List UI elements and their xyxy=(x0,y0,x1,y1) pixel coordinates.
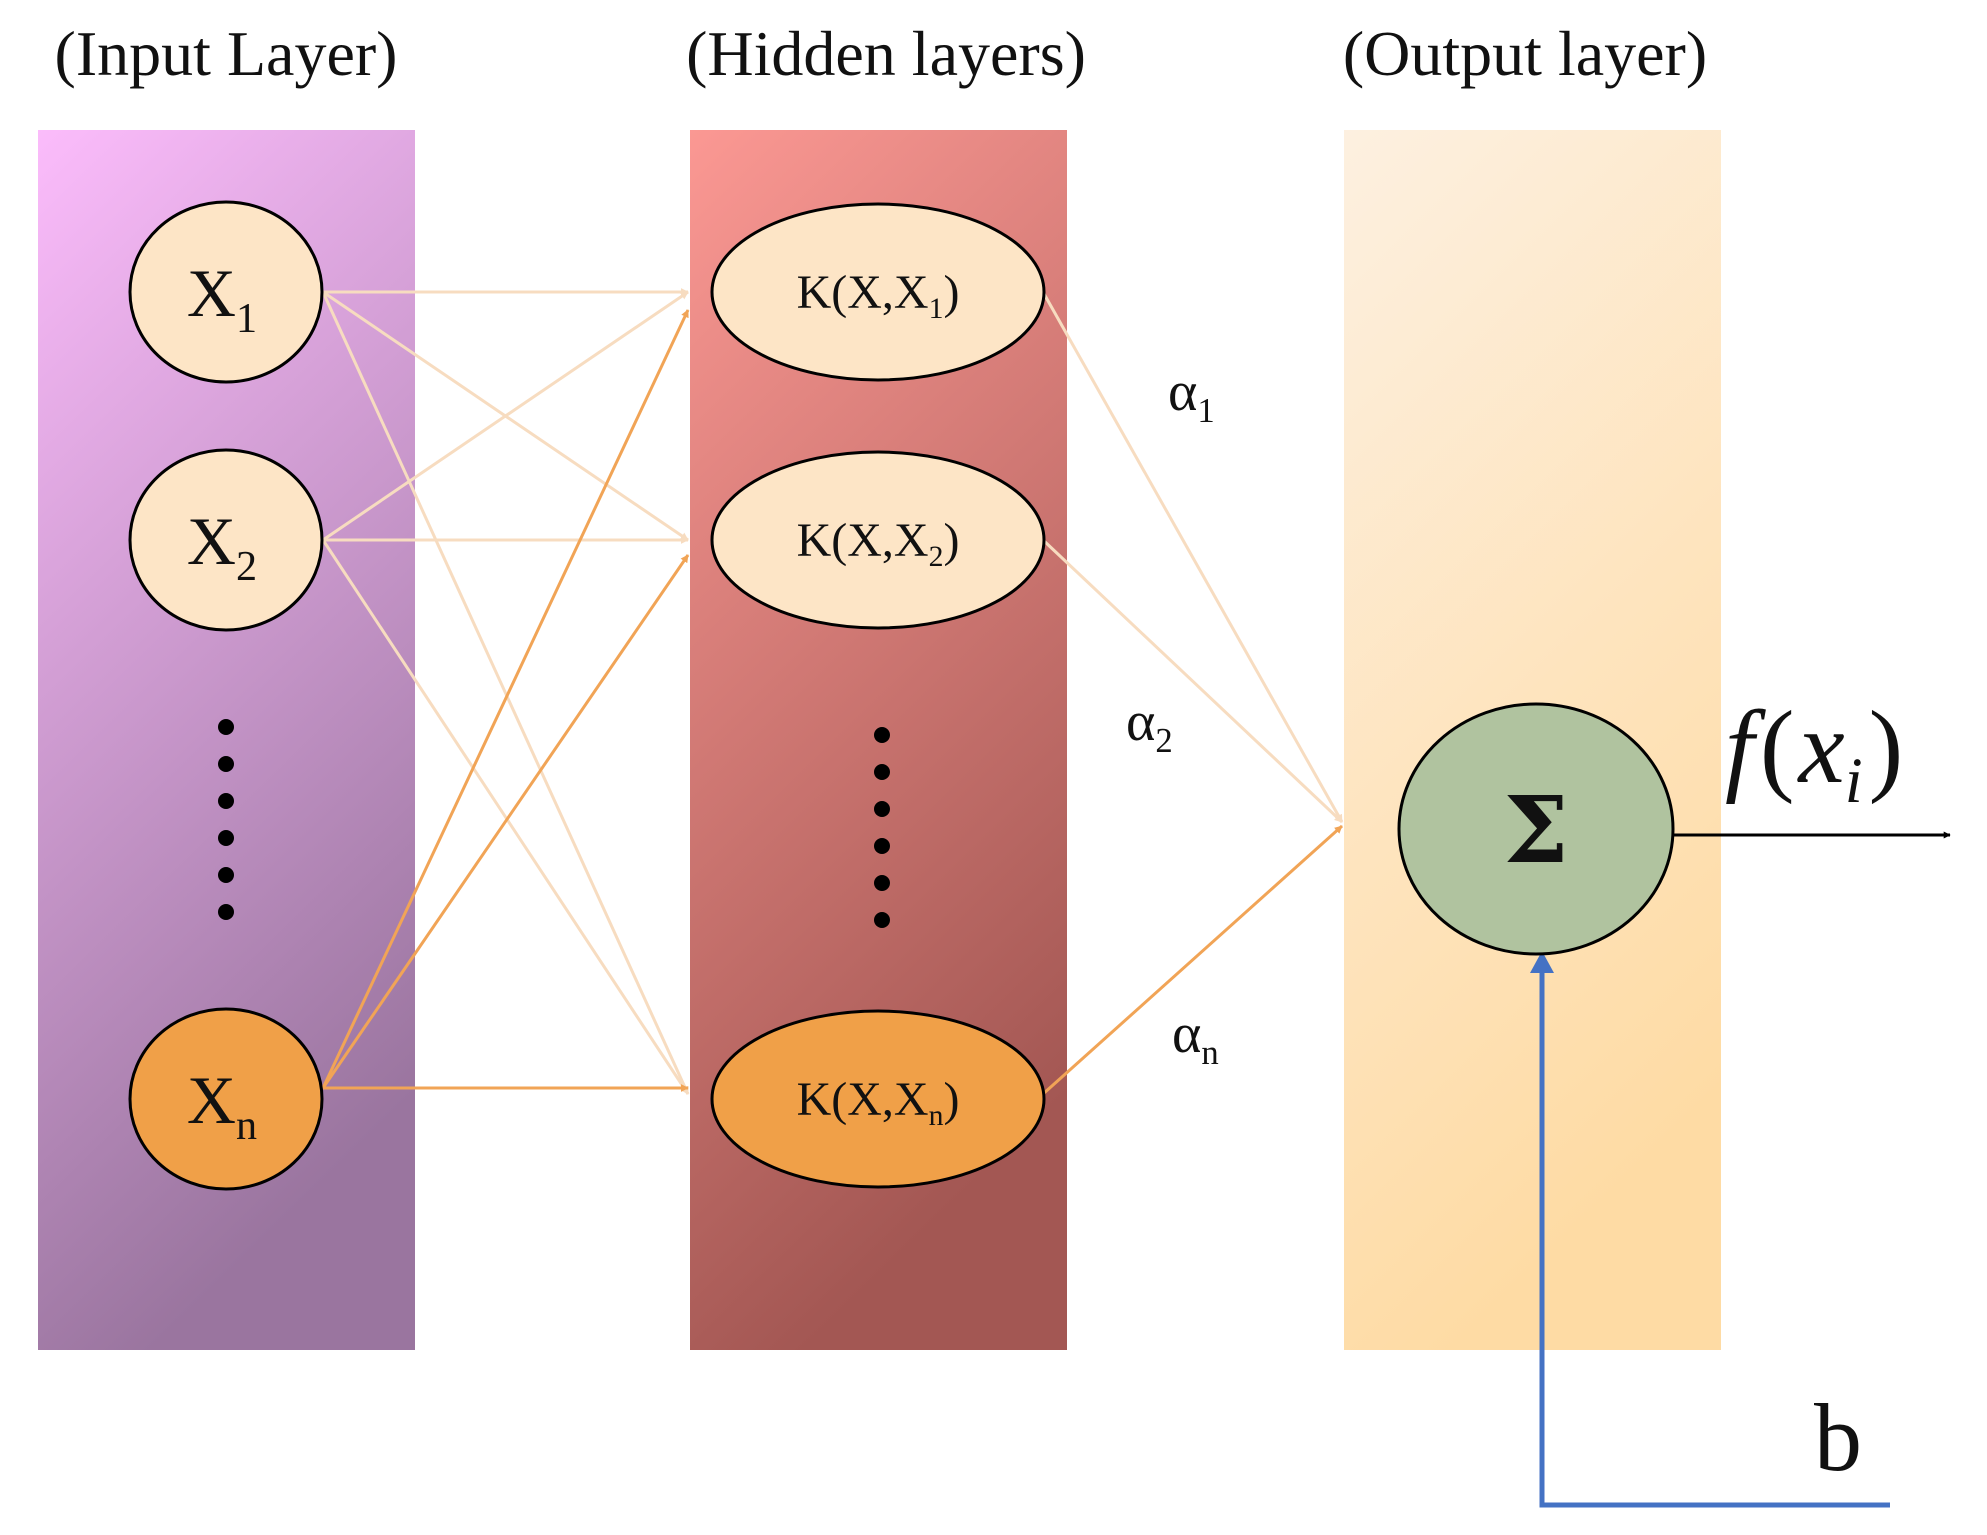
weight-alpha1-symbol: α xyxy=(1168,361,1197,423)
edge-xn-k2 xyxy=(321,554,690,1089)
svg-text:K(X,X2): K(X,X2) xyxy=(797,514,960,573)
output-var: x xyxy=(1797,690,1845,805)
input-node-x2-sub: 2 xyxy=(236,543,257,590)
hidden-node-k2-suffix: ) xyxy=(943,514,959,567)
sum-node: Σ xyxy=(1397,702,1675,956)
weight-label-alpha2: α2 xyxy=(1126,691,1173,760)
input-node-x1-sub: 1 xyxy=(236,295,257,342)
hidden-node-kn: K(X,Xn) xyxy=(710,1009,1046,1189)
hidden-ellipsis-dots xyxy=(874,727,890,928)
output-close-paren: ) xyxy=(1869,690,1904,805)
input-node-xn-main: X xyxy=(187,1062,236,1138)
weight-label-alphan: αn xyxy=(1172,1003,1219,1072)
input-node-x1-main: X xyxy=(187,255,236,331)
bias-label: b xyxy=(1814,1384,1862,1491)
edge-kn-sum xyxy=(1041,824,1344,1096)
output-label: f(xi) xyxy=(1725,690,1903,816)
output-layer-title: (Output layer) xyxy=(1343,18,1707,89)
input-node-x2-main: X xyxy=(187,503,236,579)
weight-alphan-sub: n xyxy=(1201,1033,1218,1072)
weight-alpha2-symbol: α xyxy=(1126,691,1155,753)
input-node-x1: X1 xyxy=(128,200,324,384)
bias-line xyxy=(1539,965,1890,1508)
weight-label-alpha1: α1 xyxy=(1168,361,1215,430)
weight-alphan-symbol: α xyxy=(1172,1003,1201,1065)
input-node-xn: Xn xyxy=(128,1007,324,1191)
edge-x1-kn xyxy=(321,291,690,1095)
connections-orange xyxy=(321,309,690,1092)
weight-alpha2-sub: 2 xyxy=(1155,721,1172,760)
hidden-node-k1-suffix: ) xyxy=(943,266,959,319)
hidden-layer-title: (Hidden layers) xyxy=(686,18,1086,89)
svg-text:X1: X1 xyxy=(187,255,257,342)
output-sub: i xyxy=(1845,745,1863,816)
hidden-node-k2-prefix: K(X,X xyxy=(797,514,929,567)
hidden-node-k1-sub: 1 xyxy=(929,292,944,325)
edge-k2-sum xyxy=(1041,538,1344,824)
hidden-node-k1: K(X,X1) xyxy=(710,202,1046,382)
svg-text:Xn: Xn xyxy=(187,1062,257,1149)
hidden-node-k2: K(X,X2) xyxy=(710,450,1046,630)
svg-text:K(X,X1): K(X,X1) xyxy=(797,266,960,325)
edge-k1-sum xyxy=(1041,291,1344,823)
hidden-node-kn-suffix: ) xyxy=(943,1073,959,1126)
hidden-node-kn-sub: n xyxy=(929,1099,944,1132)
connections-light xyxy=(321,288,690,1095)
bias-arrowhead xyxy=(1530,951,1554,973)
hidden-node-k2-sub: 2 xyxy=(929,540,944,573)
edge-x2-k1 xyxy=(322,290,689,542)
edge-x2-kn xyxy=(321,539,690,1095)
edge-xn-k1 xyxy=(321,309,690,1089)
hidden-node-kn-prefix: K(X,X xyxy=(797,1073,929,1126)
hidden-node-k1-prefix: K(X,X xyxy=(797,266,929,319)
input-node-xn-sub: n xyxy=(236,1102,257,1149)
output-open-paren: ( xyxy=(1760,690,1795,805)
input-ellipsis-dots xyxy=(218,719,234,920)
svg-text:K(X,Xn): K(X,Xn) xyxy=(797,1073,960,1132)
input-layer-title: (Input Layer) xyxy=(55,18,398,89)
weight-alpha1-sub: 1 xyxy=(1197,391,1214,430)
svg-text:X2: X2 xyxy=(187,503,257,590)
input-node-x2: X2 xyxy=(128,448,324,632)
sum-symbol: Σ xyxy=(1503,776,1568,884)
